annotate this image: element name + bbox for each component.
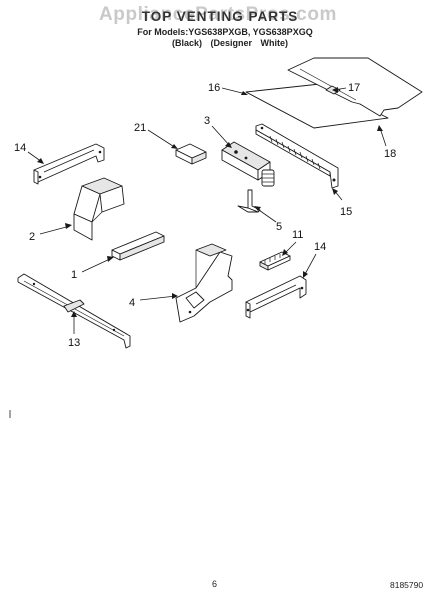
callout-4: 4	[129, 297, 135, 309]
callout-18: 18	[384, 148, 396, 160]
part-5-bracket	[237, 189, 261, 213]
part-2-vent-duct	[73, 177, 125, 241]
callout-16: 16	[208, 82, 220, 94]
part-14-bracket-right	[245, 275, 307, 319]
callout-5: 5	[276, 221, 282, 233]
page-title: TOP VENTING PARTS	[141, 9, 299, 24]
callout-21: 21	[134, 122, 146, 134]
callout-14-right: 14	[314, 241, 326, 253]
models-line: For Models:YGS638PXGB, YGS638PXGQ	[137, 27, 313, 37]
part-4-bracket	[175, 243, 233, 323]
callout-14-left: 14	[14, 142, 26, 154]
callout-15: 15	[340, 206, 352, 218]
part-14-bracket-left	[33, 143, 105, 185]
callout-1: 1	[71, 269, 77, 281]
callout-11: 11	[292, 229, 303, 241]
part-3-vent-motor	[221, 141, 275, 187]
callout-17: 17	[348, 82, 360, 94]
part-11-terminal-block	[259, 251, 291, 271]
document-number: 8185790	[390, 580, 424, 590]
page-number: 6	[212, 579, 218, 589]
part-16-vent-panel	[245, 83, 389, 129]
part-1-strip	[111, 231, 165, 261]
leader-lines	[27, 87, 387, 334]
part-15-vent-bracket	[255, 123, 339, 189]
callout-3: 3	[204, 115, 210, 127]
part-21-block	[175, 143, 207, 165]
models-sub-line: (Black) (Designer White)	[171, 38, 288, 48]
callout-2: 2	[29, 231, 35, 243]
callout-numbers: 16 17 18 3 21 14 2 1 4 13 15 5 11 14	[14, 82, 396, 349]
callout-13: 13	[68, 337, 80, 349]
watermark: AppliancePartsPros.com	[98, 4, 338, 25]
